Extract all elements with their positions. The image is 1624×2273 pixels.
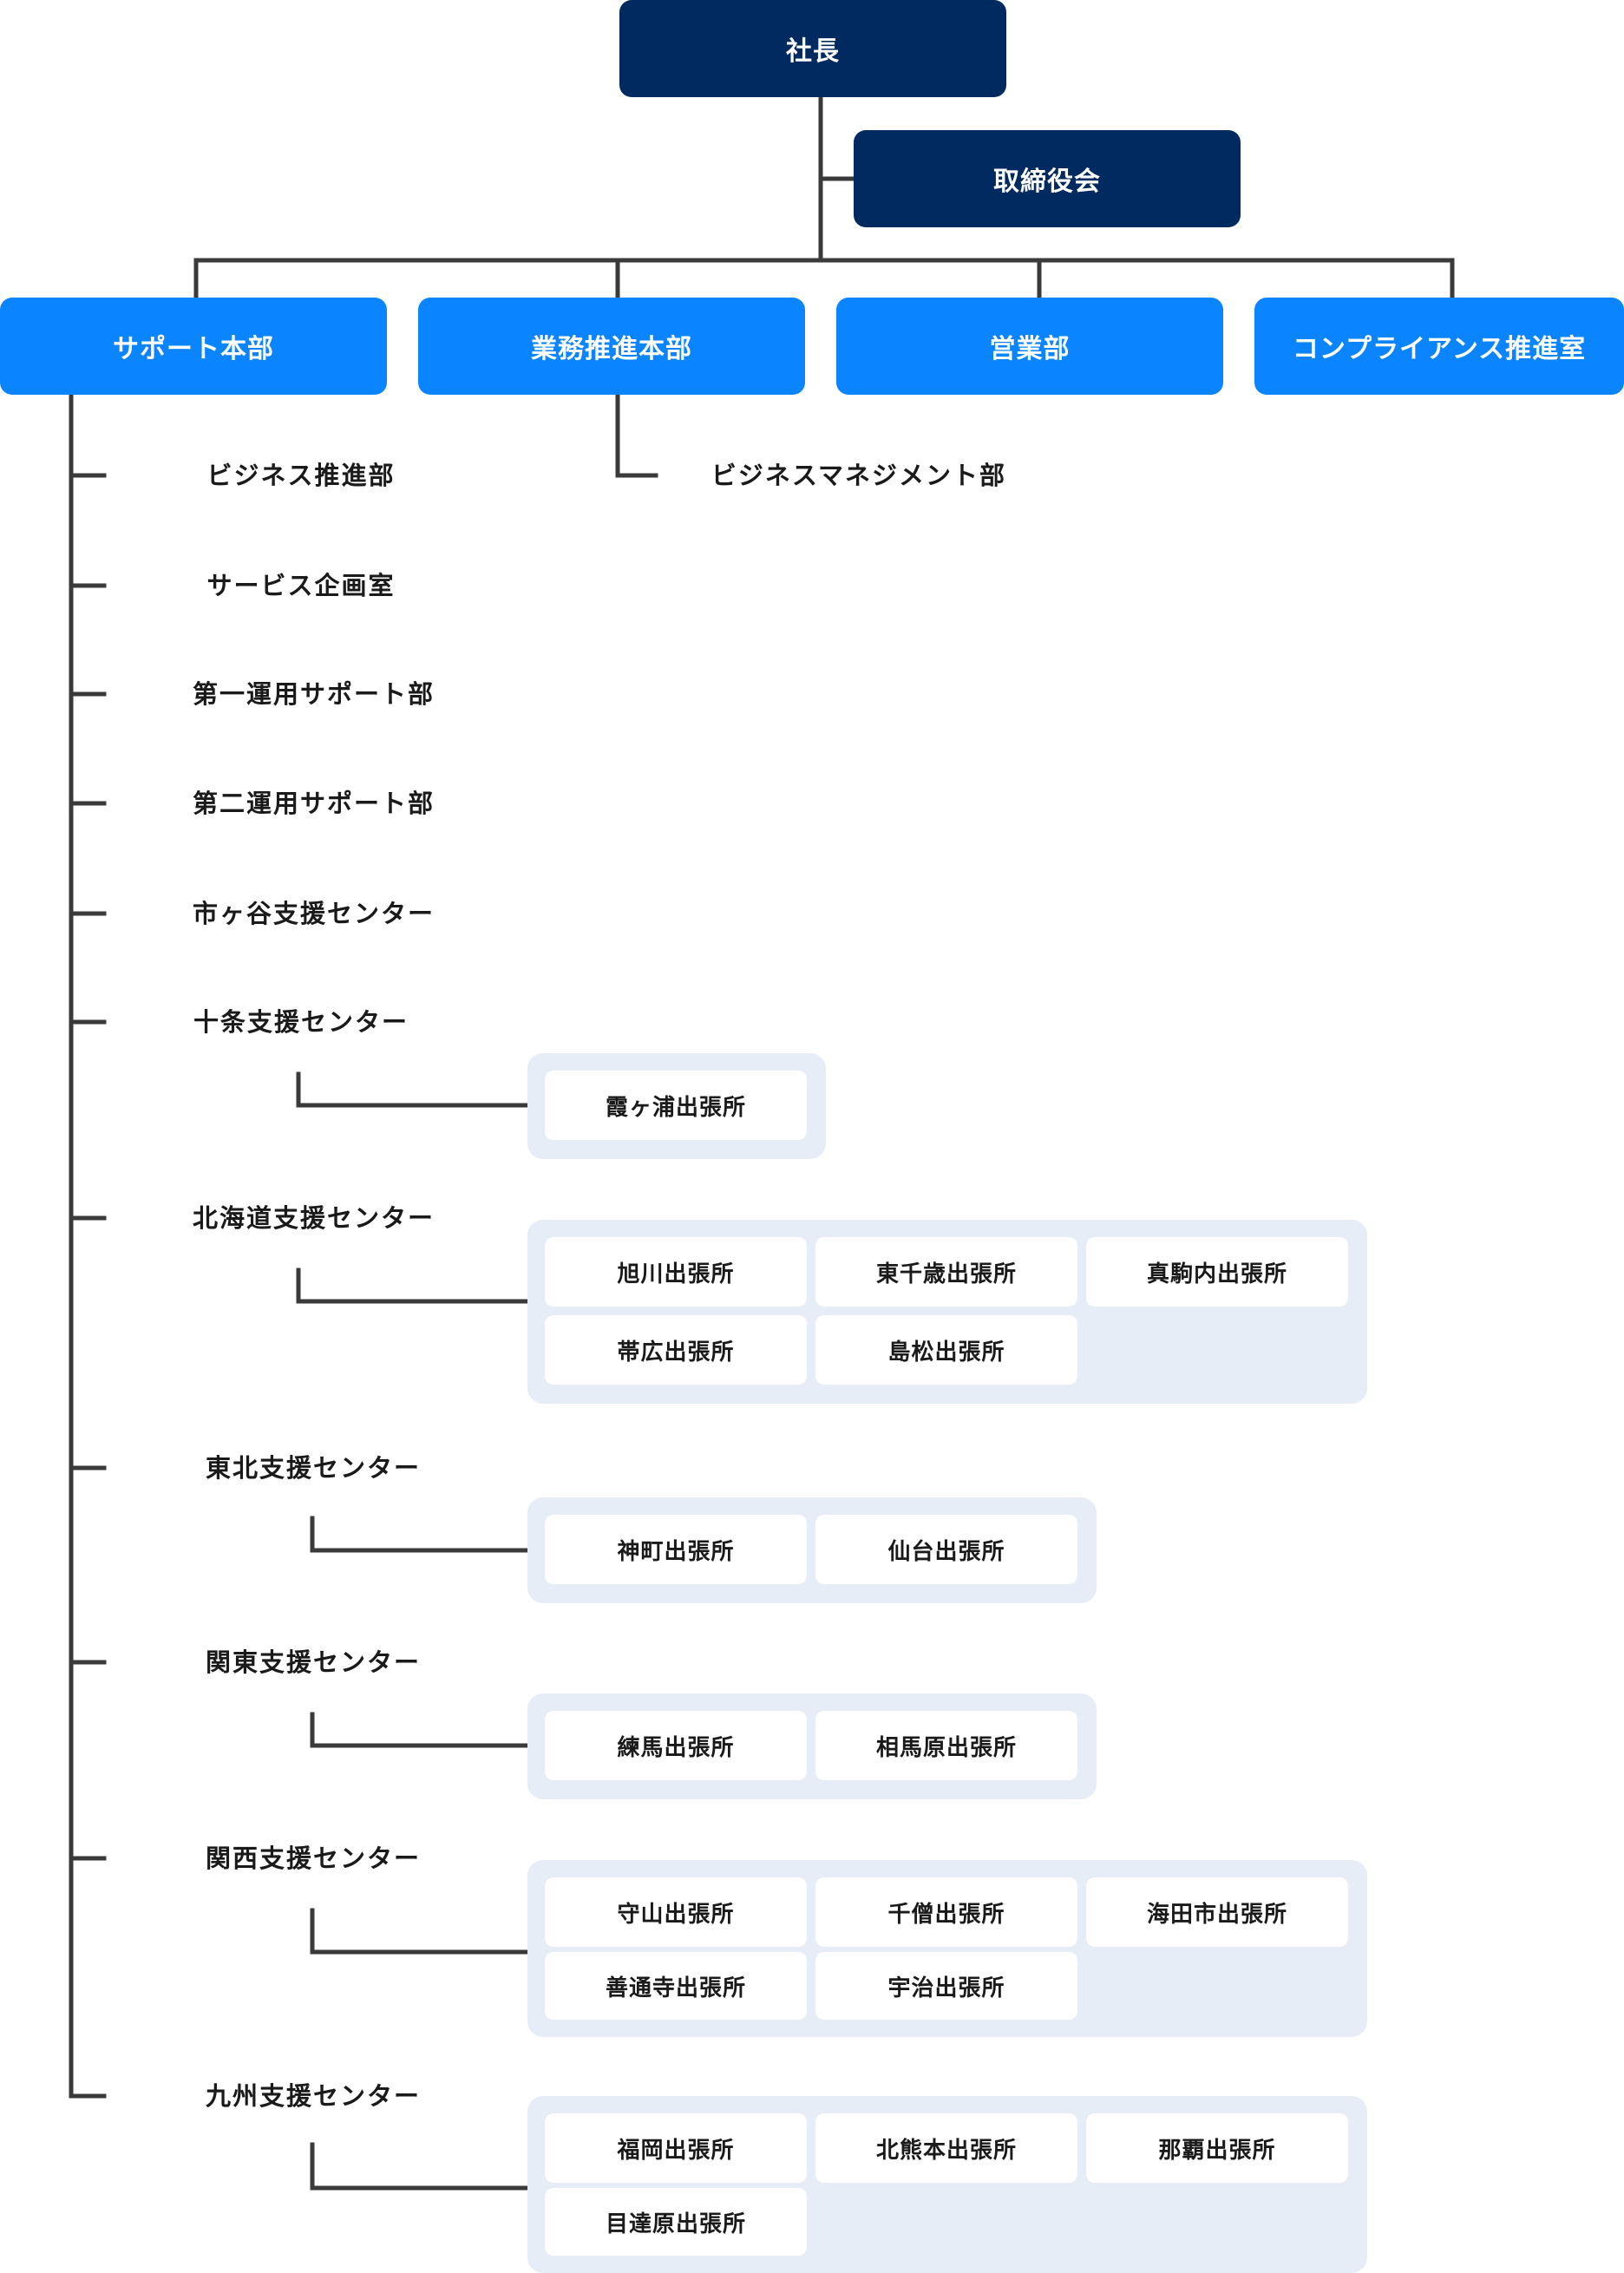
office-panel: 神町出張所 仙台出張所 (527, 1497, 1097, 1603)
office-panel: 守山出張所 千僧出張所 海田市出張所 善通寺出張所 宇治出張所 (527, 1860, 1367, 2037)
support-dept[interactable]: ビジネス推進部 (206, 461, 396, 490)
office-card[interactable]: 帯広出張所 (545, 1315, 807, 1385)
business-management-dept[interactable]: ビジネスマネジメント部 (710, 461, 1007, 490)
support-center[interactable]: 市ヶ谷支援センター (193, 899, 435, 928)
division-label: サポート本部 (113, 334, 274, 364)
division-sales[interactable]: 営業部 (836, 298, 1223, 395)
office-card[interactable]: 旭川出張所 (545, 1237, 807, 1307)
division-business-promotion[interactable]: 業務推進本部 (418, 298, 805, 395)
support-center[interactable]: 東北支援センター (205, 1453, 421, 1483)
support-center[interactable]: 関東支援センター (205, 1647, 421, 1677)
president-label: 社長 (786, 36, 840, 67)
board-label: 取締役会 (993, 167, 1101, 197)
support-dept[interactable]: サービス企画室 (206, 571, 396, 600)
president-box[interactable]: 社長 (619, 0, 1006, 97)
office-card[interactable]: 福岡出張所 (545, 2113, 807, 2183)
office-card[interactable]: 海田市出張所 (1086, 1877, 1348, 1947)
office-card[interactable]: 練馬出張所 (545, 1711, 807, 1780)
office-card[interactable]: 真駒内出張所 (1086, 1237, 1348, 1307)
office-panel: 霞ヶ浦出張所 (527, 1053, 826, 1159)
office-card[interactable]: 島松出張所 (815, 1315, 1077, 1385)
office-card[interactable]: 神町出張所 (545, 1515, 807, 1584)
office-card[interactable]: 相馬原出張所 (815, 1711, 1077, 1780)
office-card[interactable]: 目達原出張所 (545, 2188, 807, 2256)
support-dept[interactable]: 第一運用サポート部 (193, 679, 435, 709)
office-card[interactable]: 東千歳出張所 (815, 1237, 1077, 1307)
support-center[interactable]: 九州支援センター (205, 2081, 421, 2111)
office-panel: 旭川出張所 東千歳出張所 真駒内出張所 帯広出張所 島松出張所 (527, 1220, 1367, 1404)
office-panel: 練馬出張所 相馬原出張所 (527, 1693, 1097, 1799)
office-card[interactable]: 千僧出張所 (815, 1877, 1077, 1947)
office-card[interactable]: 仙台出張所 (815, 1515, 1077, 1584)
division-label: 営業部 (989, 334, 1071, 364)
support-center[interactable]: 関西支援センター (205, 1844, 421, 1873)
division-compliance[interactable]: コンプライアンス推進室 (1254, 298, 1624, 395)
support-dept[interactable]: 第二運用サポート部 (193, 789, 435, 818)
division-label: コンプライアンス推進室 (1292, 334, 1587, 364)
support-center[interactable]: 北海道支援センター (193, 1203, 435, 1233)
office-card[interactable]: 那覇出張所 (1086, 2113, 1348, 2183)
office-card[interactable]: 霞ヶ浦出張所 (545, 1071, 807, 1140)
division-label: 業務推進本部 (531, 334, 692, 364)
office-card[interactable]: 善通寺出張所 (545, 1952, 807, 2020)
support-center[interactable]: 十条支援センター (193, 1007, 409, 1037)
board-box[interactable]: 取締役会 (854, 130, 1241, 227)
office-panel: 福岡出張所 北熊本出張所 那覇出張所 目達原出張所 (527, 2096, 1367, 2273)
office-card[interactable]: 守山出張所 (545, 1877, 807, 1947)
office-card[interactable]: 宇治出張所 (815, 1952, 1077, 2020)
office-card[interactable]: 北熊本出張所 (815, 2113, 1077, 2183)
division-support[interactable]: サポート本部 (0, 298, 387, 395)
